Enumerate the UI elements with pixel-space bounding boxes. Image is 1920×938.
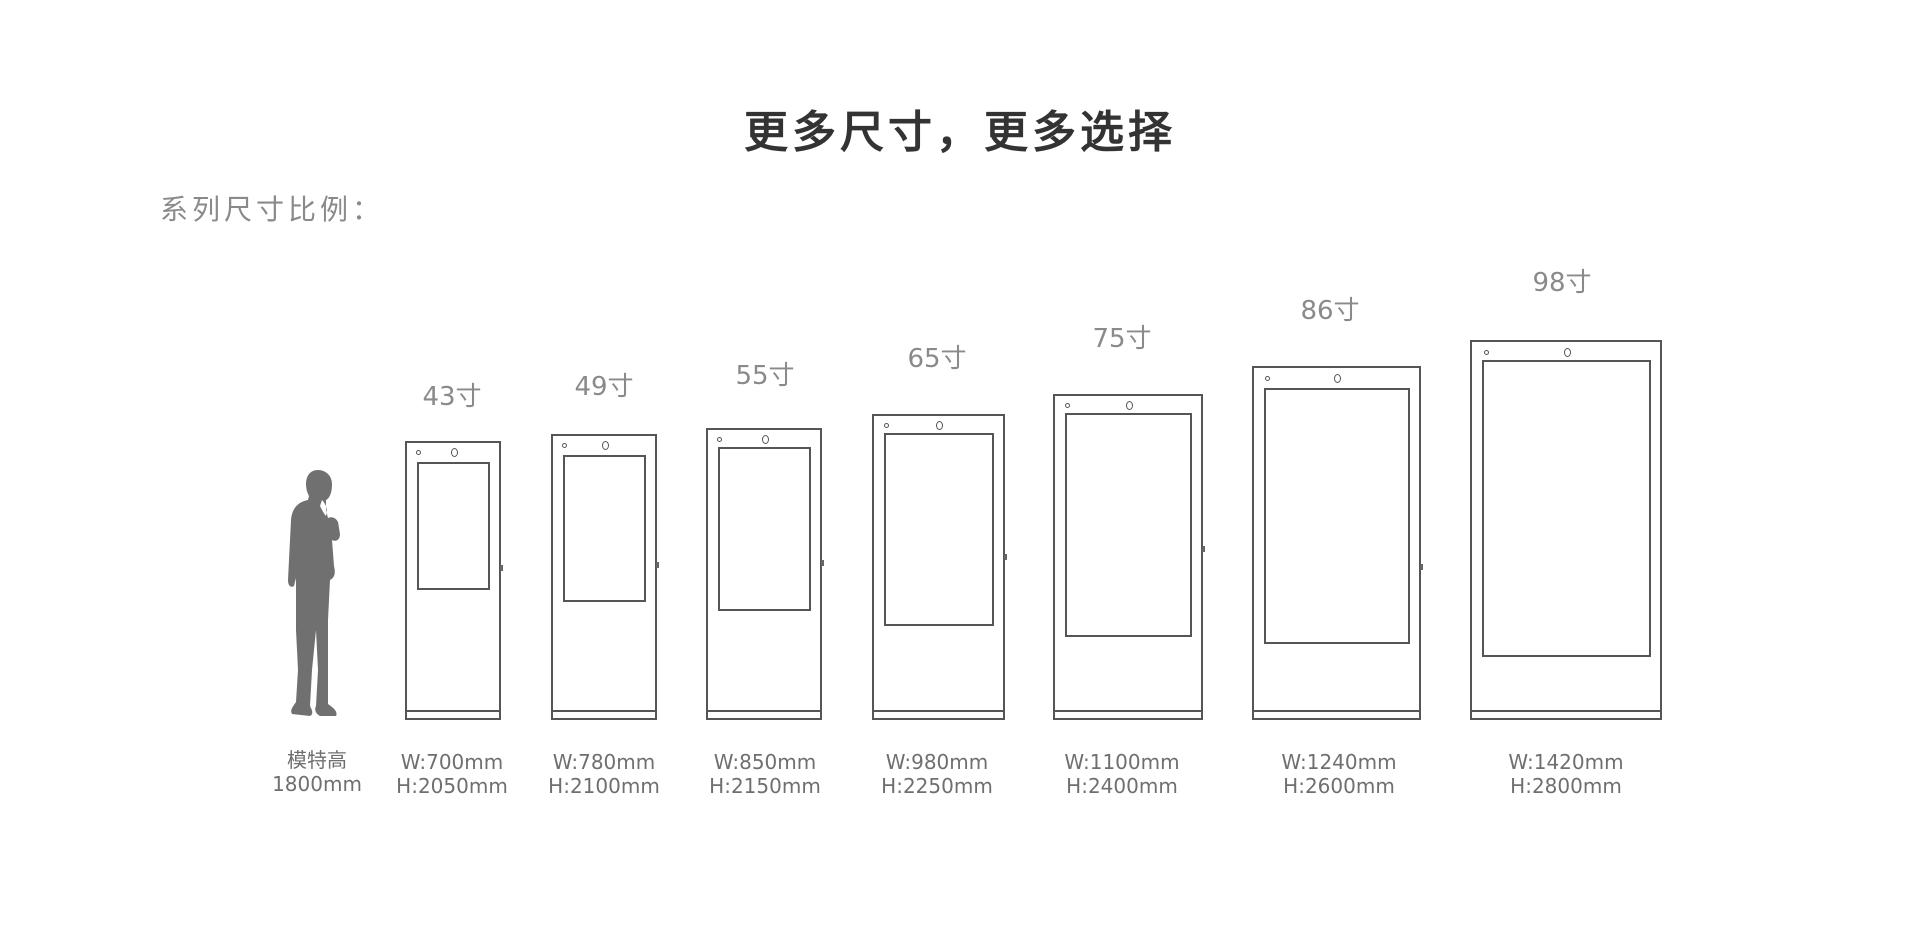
kiosk-screen [884, 433, 994, 626]
kiosk-width: W:780mm [552, 750, 656, 774]
kiosk-base [706, 710, 822, 720]
kiosk-base [1053, 710, 1203, 720]
kiosk-size-label-75: 75寸 [1092, 324, 1152, 354]
side-button [1202, 546, 1205, 552]
kiosk-height: H:2250mm [881, 774, 993, 798]
sensor-dot [717, 437, 722, 442]
kiosk-height: H:2400mm [1066, 774, 1178, 798]
camera-icon [1564, 348, 1571, 357]
kiosk-86 [1252, 366, 1423, 720]
side-button [1004, 554, 1007, 560]
camera-icon [936, 421, 943, 430]
side-button [500, 565, 503, 571]
kiosk-screen [1264, 388, 1410, 644]
kiosk-dimensions-86: W:1240mm H:2600mm [1239, 750, 1439, 798]
kiosk-height: H:2800mm [1510, 774, 1622, 798]
kiosk-55 [706, 428, 824, 720]
sensor-dot [1484, 350, 1489, 355]
kiosk-height: H:2100mm [548, 774, 660, 798]
page-title: 更多尺寸，更多选择 [744, 107, 1176, 158]
camera-icon [602, 441, 609, 450]
camera-icon [1126, 401, 1133, 410]
camera-icon [762, 435, 769, 444]
kiosk-screen [417, 462, 490, 590]
kiosk-size-label-55: 55寸 [735, 361, 795, 391]
kiosk-size-label-86: 86寸 [1300, 296, 1360, 326]
camera-icon [451, 448, 458, 457]
side-button [1420, 564, 1423, 570]
kiosk-dimensions-55: W:850mm H:2150mm [665, 750, 865, 798]
kiosk-screen [1482, 360, 1651, 657]
person-silhouette-icon [288, 470, 340, 716]
sensor-dot [562, 443, 567, 448]
kiosk-screen [563, 455, 646, 602]
kiosk-width: W:850mm [713, 750, 817, 774]
kiosk-screen [718, 447, 811, 611]
sensor-dot [1065, 403, 1070, 408]
kiosk-size-label-98: 98寸 [1532, 268, 1592, 298]
kiosk-width: W:980mm [885, 750, 989, 774]
kiosk-49 [551, 434, 659, 720]
kiosk-width: W:1420mm [1508, 750, 1624, 774]
kiosk-dimensions-49: W:780mm H:2100mm [504, 750, 704, 798]
kiosk-base [1252, 710, 1421, 720]
side-button [656, 562, 659, 568]
kiosk-size-label-43: 43寸 [422, 382, 482, 412]
kiosk-dimensions-75: W:1100mm H:2400mm [1022, 750, 1222, 798]
kiosk-98 [1470, 340, 1662, 720]
kiosk-dimensions-98: W:1420mm H:2800mm [1466, 750, 1666, 798]
kiosk-base [1470, 710, 1662, 720]
kiosk-screen [1065, 413, 1192, 637]
kiosk-75 [1053, 394, 1205, 720]
kiosk-base [551, 710, 657, 720]
kiosk-width: W:700mm [400, 750, 504, 774]
model-height-label: 模特高 1800mm [252, 748, 382, 796]
camera-icon [1334, 374, 1341, 383]
kiosk-height: H:2600mm [1283, 774, 1395, 798]
kiosk-height: H:2150mm [709, 774, 821, 798]
model-label-line1: 模特高 [287, 748, 347, 772]
kiosk-65 [872, 414, 1007, 720]
kiosk-dimensions-43: W:700mm H:2050mm [352, 750, 552, 798]
kiosk-43 [405, 441, 503, 720]
series-subtitle: 系列尺寸比例： [160, 193, 385, 226]
side-button [821, 560, 824, 566]
sensor-dot [884, 423, 889, 428]
sensor-dot [1265, 376, 1270, 381]
kiosk-base [872, 710, 1005, 720]
kiosk-size-label-49: 49寸 [574, 372, 634, 402]
kiosk-dimensions-65: W:980mm H:2250mm [837, 750, 1037, 798]
model-label-line2: 1800mm [272, 772, 362, 796]
kiosk-size-label-65: 65寸 [907, 344, 967, 374]
kiosk-width: W:1100mm [1064, 750, 1180, 774]
kiosk-height: H:2050mm [396, 774, 508, 798]
kiosk-width: W:1240mm [1281, 750, 1397, 774]
kiosk-base [405, 710, 501, 720]
sensor-dot [416, 450, 421, 455]
